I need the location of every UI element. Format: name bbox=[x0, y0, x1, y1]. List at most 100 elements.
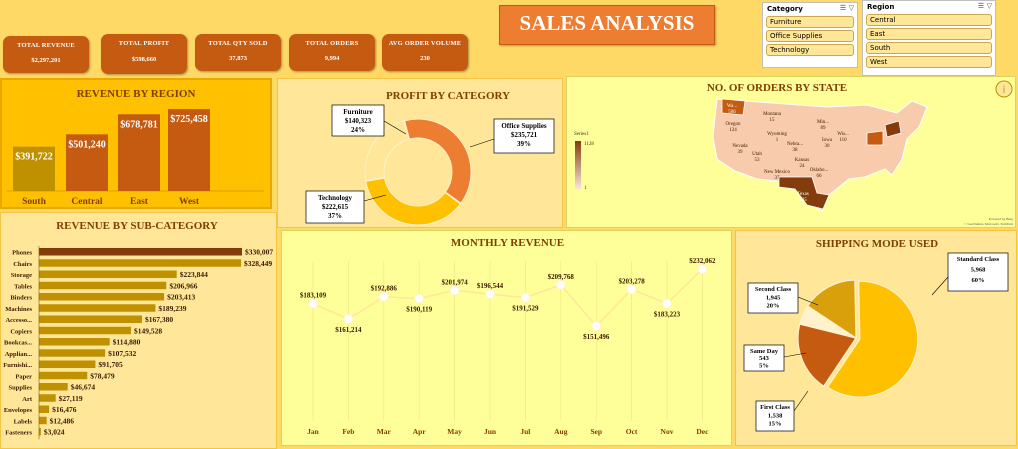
donut-slice-furniture bbox=[364, 120, 410, 181]
data-point-marker bbox=[662, 298, 672, 309]
state-name-label: Kansas bbox=[795, 158, 809, 163]
category-tick-label: Supplies bbox=[9, 385, 33, 392]
data-point-marker bbox=[343, 314, 354, 325]
multi-select-icon[interactable]: ☰ ▽ bbox=[977, 2, 992, 10]
multi-select-icon[interactable]: ☰ ▽ bbox=[839, 4, 854, 12]
bar-paper bbox=[39, 371, 88, 380]
region-slicer-item-east[interactable]: East bbox=[866, 28, 992, 40]
bar-machines bbox=[39, 304, 156, 312]
bar-value-label: $203,413 bbox=[167, 293, 195, 302]
data-point-marker bbox=[697, 264, 708, 274]
kpi-card-total-revenue: TOTAL REVENUE $2,297,201 bbox=[3, 36, 89, 73]
state-name-label: Wis... bbox=[837, 132, 849, 137]
category-tick-label: Accesso... bbox=[5, 317, 32, 324]
category-tick-label: Bookcas... bbox=[4, 340, 32, 347]
state-name-label: Wyoming bbox=[767, 132, 787, 137]
monthly-revenue-chart: $183,109Jan$161,214Feb$192,886Mar$190,11… bbox=[300, 257, 716, 436]
callout-percent: 15% bbox=[769, 421, 782, 428]
us-states-outline bbox=[712, 98, 928, 212]
callout-leader-line bbox=[797, 296, 819, 306]
callout-leader-line bbox=[793, 390, 809, 412]
kpi-value: $2,297,201 bbox=[31, 57, 61, 64]
bar-value-label: $678,781 bbox=[120, 119, 158, 130]
kpi-label: TOTAL ORDERS bbox=[305, 40, 359, 47]
category-slicer-item-office-supplies[interactable]: Office Supplies bbox=[766, 30, 854, 42]
category-tick-label: West bbox=[179, 197, 200, 207]
state-value-label: 110 bbox=[839, 138, 847, 143]
data-value-label: $190,119 bbox=[406, 306, 432, 314]
state-value-label: 24 bbox=[800, 164, 806, 169]
data-value-label: $203,278 bbox=[618, 277, 645, 285]
state-value-label: 15 bbox=[770, 118, 776, 123]
data-value-label: $151,496 bbox=[583, 333, 610, 341]
region-slicer[interactable]: Region ☰ ▽ Central East South West bbox=[862, 0, 996, 76]
region-slicer-item-west[interactable]: West bbox=[866, 56, 992, 68]
data-point-marker bbox=[555, 279, 566, 290]
data-point-marker bbox=[308, 298, 318, 309]
category-slicer-item-technology[interactable]: Technology bbox=[766, 44, 854, 56]
state-value-label: 30 bbox=[825, 144, 831, 149]
region-slicer-item-south[interactable]: South bbox=[866, 42, 992, 54]
category-slicer-title: Category bbox=[767, 5, 803, 13]
category-tick-label: Labels bbox=[14, 418, 33, 425]
bar-value-label: $78,479 bbox=[90, 371, 115, 380]
kpi-value: 37,873 bbox=[229, 55, 247, 62]
bar-envelopes bbox=[39, 405, 50, 413]
data-callout-box bbox=[743, 344, 785, 372]
panel-title: NO. OF ORDERS BY STATE bbox=[706, 82, 848, 94]
category-tick-label: Furnishi... bbox=[3, 362, 32, 369]
state-value-label: 89 bbox=[821, 126, 827, 131]
info-icon-glyph: i bbox=[1003, 85, 1006, 96]
callout-value: 543 bbox=[759, 355, 770, 362]
callout-value: $235,721 bbox=[511, 131, 538, 139]
month-tick-label: Oct bbox=[626, 427, 638, 436]
kpi-card-total-qty-sold: TOTAL QTY SOLD 37,873 bbox=[195, 34, 281, 71]
callout-category: Same Day bbox=[750, 348, 779, 355]
bar-value-label: $91,705 bbox=[98, 360, 123, 369]
data-value-label: $196,544 bbox=[477, 282, 504, 290]
category-tick-label: Storage bbox=[11, 272, 32, 279]
category-tick-label: Central bbox=[71, 197, 102, 207]
state-name-label: Nevada bbox=[732, 144, 748, 149]
month-tick-label: Mar bbox=[377, 427, 392, 436]
orders-by-state-map[interactable]: Wa...506Oregon124Montana15Wyoming1Nevada… bbox=[567, 77, 1017, 229]
category-tick-label: South bbox=[22, 197, 46, 207]
kpi-label: TOTAL REVENUE bbox=[17, 42, 75, 49]
legend-max-label: 1128 bbox=[584, 142, 594, 147]
callout-value: $222,615 bbox=[322, 203, 349, 211]
kpi-value: $598,660 bbox=[131, 56, 157, 63]
bar-value-label: $107,532 bbox=[108, 349, 136, 358]
data-callout-box bbox=[305, 190, 365, 224]
callout-value: 1,945 bbox=[766, 294, 781, 301]
data-value-label: $209,768 bbox=[548, 273, 575, 281]
category-tick-label: East bbox=[130, 197, 149, 207]
bar-storage bbox=[39, 270, 177, 278]
state-name-label: Texas bbox=[797, 192, 809, 197]
state-name-label: Wa... bbox=[727, 104, 737, 109]
bar-furnishi bbox=[39, 360, 96, 368]
category-tick-label: Tables bbox=[14, 283, 32, 290]
state-washington-shape bbox=[721, 98, 746, 116]
category-slicer-item-furniture[interactable]: Furniture bbox=[766, 16, 854, 28]
region-slicer-item-central[interactable]: Central bbox=[866, 14, 992, 26]
state-name-label: Oklaho... bbox=[810, 168, 828, 173]
month-tick-label: Dec bbox=[696, 427, 709, 436]
bar-value-label: $206,966 bbox=[169, 281, 197, 290]
bar-labels bbox=[39, 416, 47, 425]
callout-percent: 39% bbox=[517, 140, 531, 148]
callout-category: Second Class bbox=[755, 286, 792, 293]
data-point-marker bbox=[378, 291, 389, 302]
category-tick-label: Envelopes bbox=[4, 407, 33, 414]
kpi-value: 9,994 bbox=[324, 55, 340, 62]
category-slicer[interactable]: Category ☰ ▽ Furniture Office Supplies T… bbox=[762, 2, 858, 68]
dashboard-title: SALES ANALYSIS bbox=[519, 11, 695, 35]
donut-slice-technology bbox=[365, 177, 461, 226]
kpi-label: TOTAL PROFIT bbox=[118, 40, 170, 47]
data-callout-box bbox=[947, 252, 1009, 292]
data-value-label: $161,214 bbox=[335, 326, 362, 334]
callout-leader-line bbox=[469, 138, 495, 148]
panel-title: SHIPPING MODE USED bbox=[815, 238, 939, 250]
kpi-card-avg-order-volume: AVG ORDER VOLUME 230 bbox=[382, 34, 468, 71]
